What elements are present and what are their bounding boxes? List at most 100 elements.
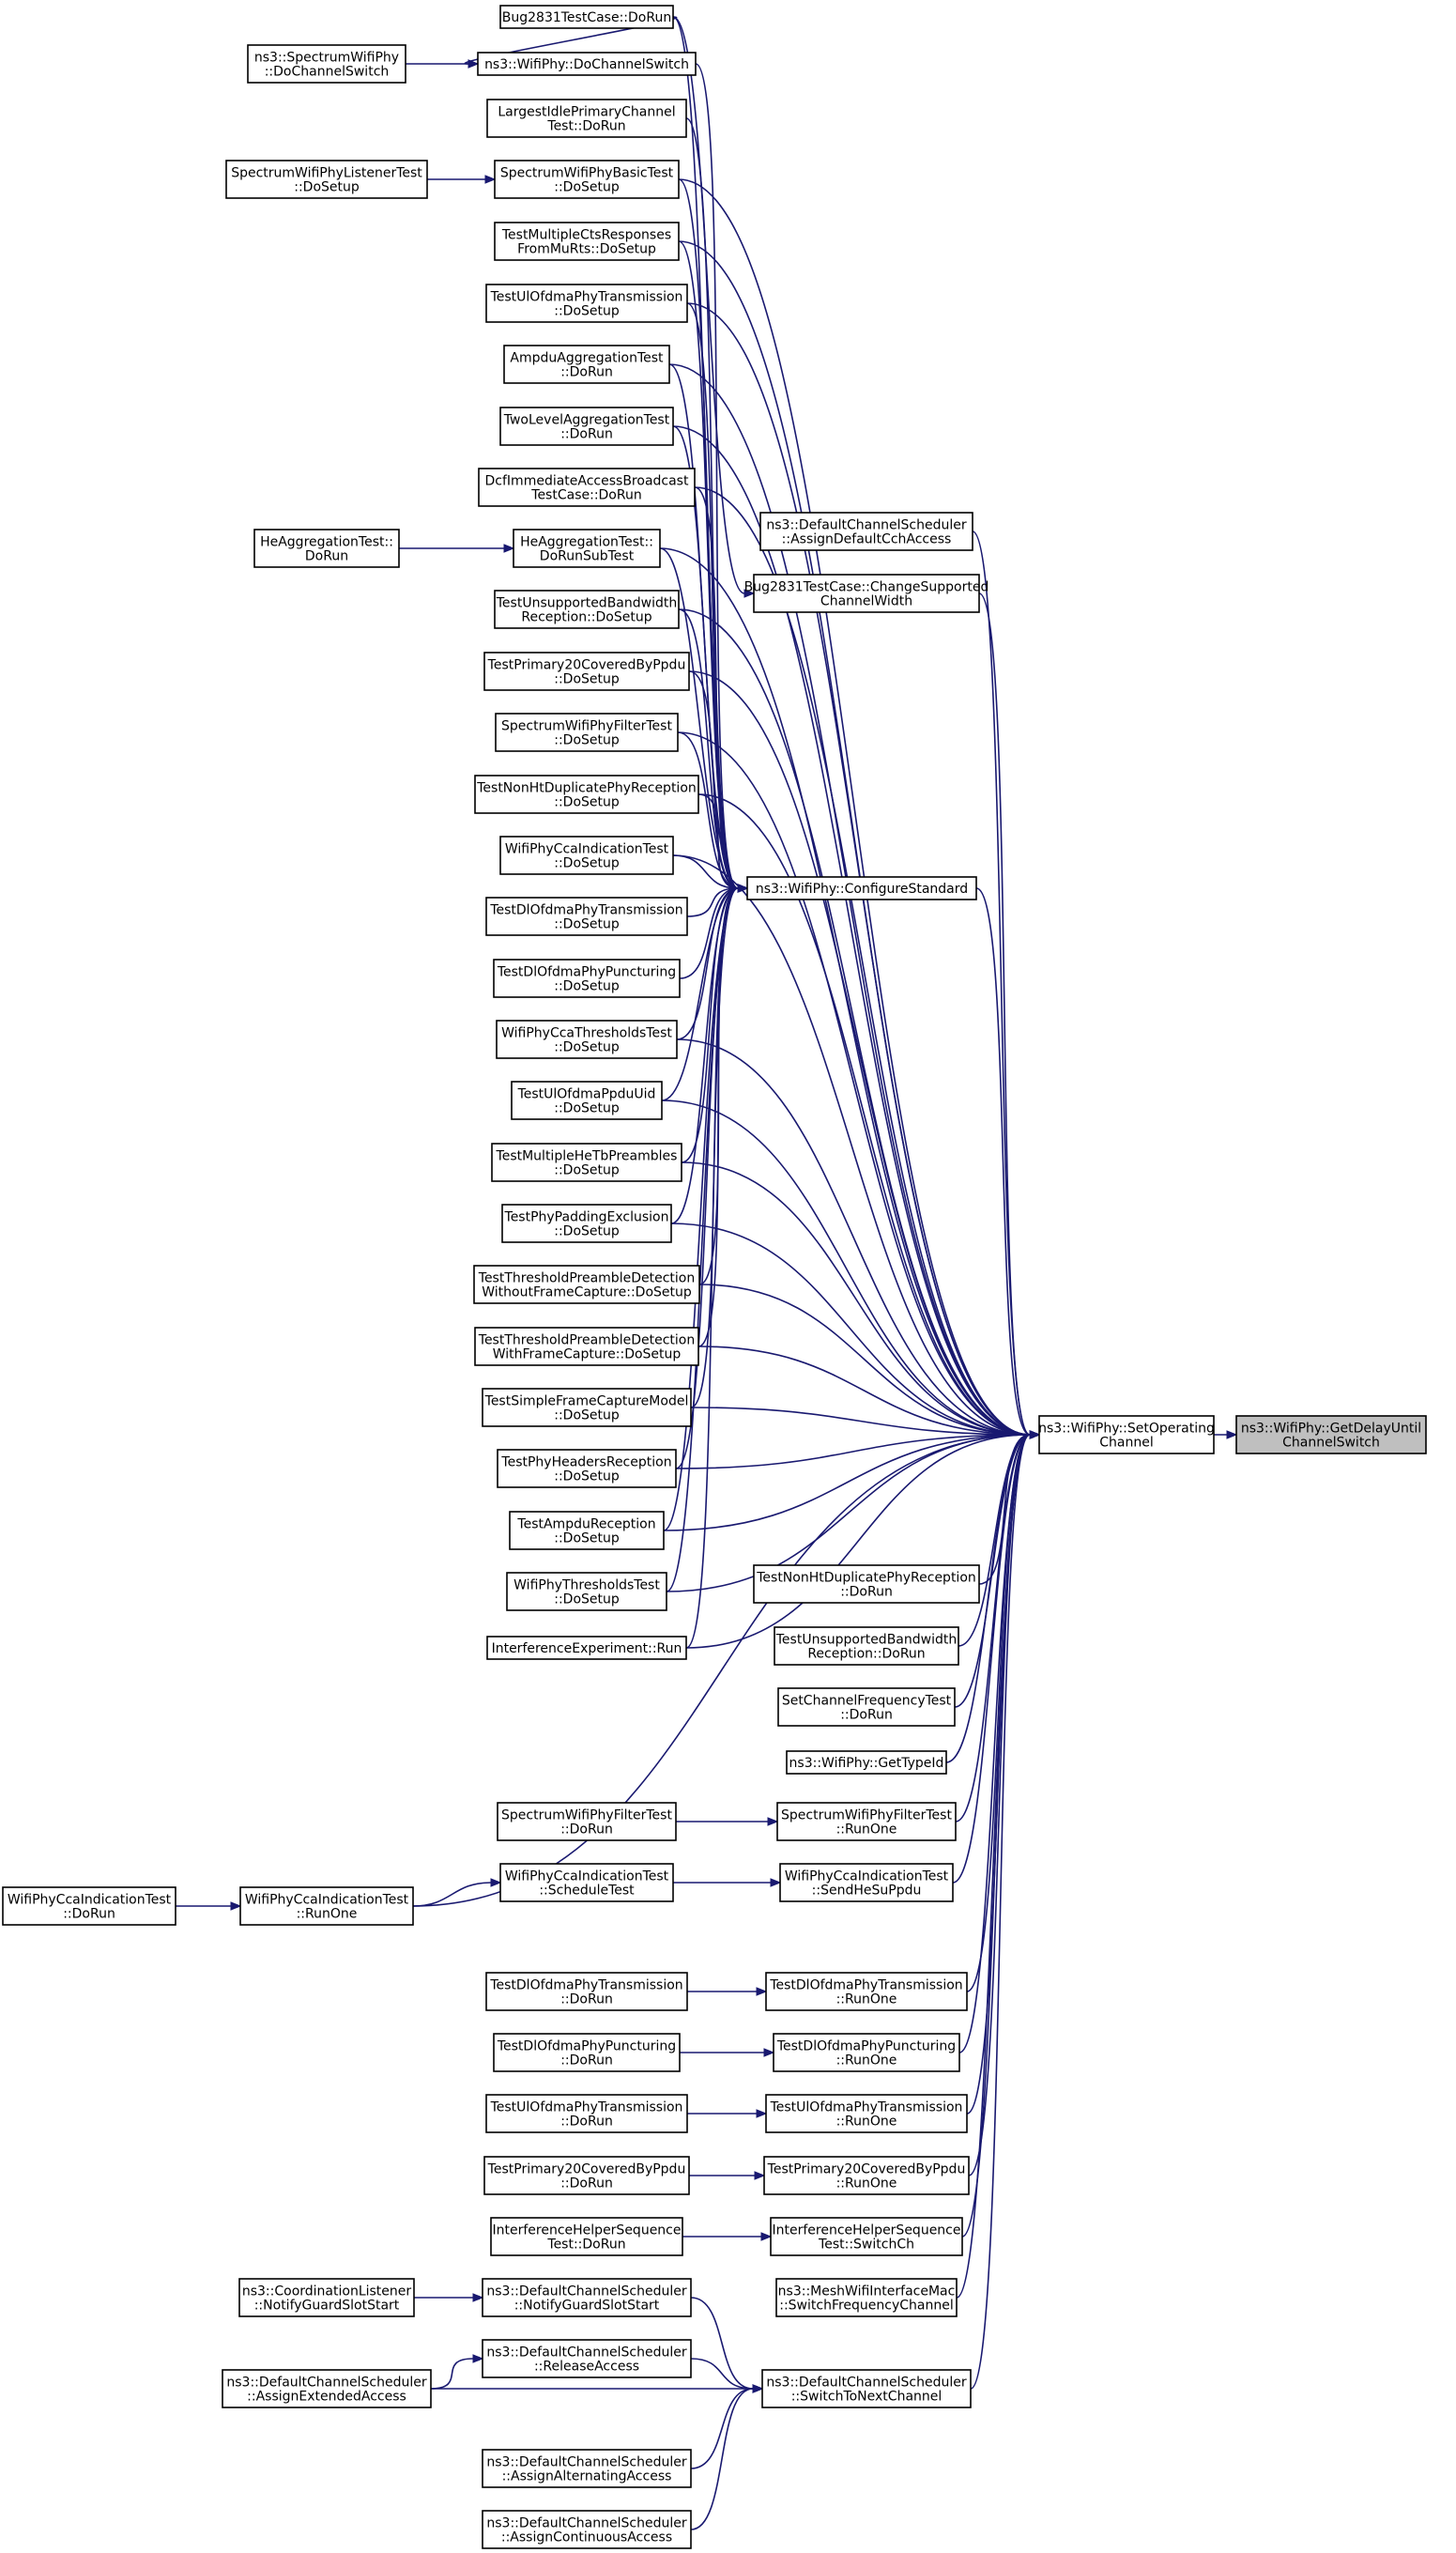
node-interf-exp[interactable]: InterferenceExperiment::Run xyxy=(486,1636,687,1660)
edge-arrowhead xyxy=(743,589,756,598)
node-cca-thr-setup[interactable]: WifiPhyCcaThresholdsTest::DoSetup xyxy=(496,1020,678,1059)
node-dlofdma-tx-setup[interactable]: TestDlOfdmaPhyTransmission::DoSetup xyxy=(485,897,688,936)
node-label-line: TestThresholdPreambleDetection xyxy=(478,1271,695,1286)
edge-twolevel-to-setop xyxy=(672,425,1031,1436)
node-swpfilter-setup[interactable]: SpectrumWifiPhyFilterTest::DoSetup xyxy=(495,713,679,752)
node-label-line: WifiPhyCcaIndicationTest xyxy=(785,1869,949,1884)
node-setchfreq[interactable]: SetChannelFrequencyTest::DoRun xyxy=(777,1687,956,1727)
node-ulofdma-tx-runone[interactable]: TestUlOfdmaPhyTransmission::RunOne xyxy=(765,2094,968,2133)
node-swpfilter-dorun[interactable]: SpectrumWifiPhyFilterTest::DoRun xyxy=(497,1802,677,1841)
node-swpbasic[interactable]: SpectrumWifiPhyBasicTest::DoSetup xyxy=(494,160,680,199)
node-cca-ind-sendhe[interactable]: WifiPhyCcaIndicationTest::SendHeSuPpdu xyxy=(779,1863,954,1902)
node-dcs-assigncch[interactable]: ns3::DefaultChannelScheduler::AssignDefa… xyxy=(759,512,973,551)
node-box xyxy=(482,2449,692,2488)
node-box xyxy=(506,1572,667,1611)
edge-ulofdma-tx-setup-to-cfgstd xyxy=(686,302,739,889)
node-dlofdma-tx-dorun[interactable]: TestDlOfdmaPhyTransmission::DoRun xyxy=(485,1972,688,2011)
node-cca-ind-setup[interactable]: WifiPhyCcaIndicationTest::DoSetup xyxy=(499,836,674,875)
edge-p20-runone-to-setop xyxy=(968,1434,1031,2176)
node-label-line: ::NotifyGuardSlotStart xyxy=(254,2299,400,2314)
node-wp-dochsw[interactable]: ns3::WifiPhy::DoChannelSwitch xyxy=(477,52,697,76)
node-wp-thr[interactable]: WifiPhyThresholdsTest::DoSetup xyxy=(506,1572,667,1611)
node-gettypeid[interactable]: ns3::WifiPhy::GetTypeId xyxy=(786,1750,947,1775)
node-box xyxy=(775,2278,958,2317)
node-swplistener[interactable]: SpectrumWifiPhyListenerTest::DoSetup xyxy=(225,160,428,199)
node-label-line: ::DoRun xyxy=(560,1992,613,2007)
edge-wp-thr-to-cfgstd xyxy=(666,887,739,1592)
node-nonht-dorun[interactable]: TestNonHtDuplicatePhyReception::DoRun xyxy=(753,1564,980,1604)
node-dcs-notify[interactable]: ns3::DefaultChannelScheduler::NotifyGuar… xyxy=(482,2278,692,2317)
node-cca-ind-runone[interactable]: WifiPhyCcaIndicationTest::RunOne xyxy=(239,1886,414,1926)
node-dcs-release[interactable]: ns3::DefaultChannelScheduler::ReleaseAcc… xyxy=(482,2339,692,2378)
node-label-line: SetChannelFrequencyTest xyxy=(782,1694,952,1709)
node-dcs-assignext[interactable]: ns3::DefaultChannelScheduler::AssignExte… xyxy=(222,2369,432,2408)
node-bug-change[interactable]: Bug2831TestCase::ChangeSupportedChannelW… xyxy=(744,574,989,613)
node-box xyxy=(486,1636,687,1660)
node-simple-fc[interactable]: TestSimpleFrameCaptureModel::DoSetup xyxy=(482,1388,692,1427)
node-label-line: ::AssignContinuousAccess xyxy=(501,2530,672,2545)
node-bug-dorun[interactable]: Bug2831TestCase::DoRun xyxy=(499,5,674,29)
node-ulofdma-tx-dorun[interactable]: TestUlOfdmaPhyTransmission::DoRun xyxy=(485,2094,688,2133)
node-dcs-switchnext[interactable]: ns3::DefaultChannelScheduler::SwitchToNe… xyxy=(761,2369,972,2408)
edge-ulppdu-uid-to-cfgstd xyxy=(661,887,739,1101)
edge-nonht-setup-to-setop xyxy=(697,793,1031,1436)
node-label-line: ns3::DefaultChannelScheduler xyxy=(486,2284,686,2299)
node-dcs-assignalt[interactable]: ns3::DefaultChannelScheduler::AssignAlte… xyxy=(482,2449,692,2488)
edge-dcs-switchnext-to-setop xyxy=(970,1434,1031,2390)
node-thr-pd-w[interactable]: TestThresholdPreambleDetectionWithFrameC… xyxy=(474,1327,699,1366)
node-heagg[interactable]: HeAggregationTest::DoRun xyxy=(253,529,400,568)
node-label-line: ::DoRun xyxy=(840,1708,893,1723)
node-label-line: ::DoSetup xyxy=(554,1163,620,1178)
node-p20-setup[interactable]: TestPrimary20CoveredByPpdu::DoSetup xyxy=(483,652,690,691)
node-p20-dorun[interactable]: TestPrimary20CoveredByPpdu::DoRun xyxy=(483,2156,690,2195)
edge-gettypeid-to-setop xyxy=(945,1434,1031,1763)
node-thr-pd-wo[interactable]: TestThresholdPreambleDetectionWithoutFra… xyxy=(473,1265,700,1304)
edge-cca-thr-setup-to-cfgstd xyxy=(676,887,739,1040)
node-cca-ind-dorun[interactable]: WifiPhyCcaIndicationTest::DoRun xyxy=(2,1886,176,1926)
node-dcf-imm[interactable]: DcfImmediateAccessBroadcastTestCase::DoR… xyxy=(478,468,696,507)
node-ampdu-rx[interactable]: TestAmpduReception::DoSetup xyxy=(509,1511,665,1550)
edge-ampdu-rx-to-cfgstd xyxy=(663,887,739,1531)
node-coord-notify[interactable]: ns3::CoordinationListener::NotifyGuardSl… xyxy=(238,2278,415,2317)
node-box xyxy=(753,1564,980,1604)
node-phy-padding[interactable]: TestPhyPaddingExclusion::DoSetup xyxy=(501,1204,672,1243)
node-dlofdma-tx-runone[interactable]: TestDlOfdmaPhyTransmission::RunOne xyxy=(765,1972,968,2011)
node-label-line: TestUnsupportedBandwidth xyxy=(775,1633,957,1648)
node-swp-dochsw[interactable]: ns3::SpectrumWifiPhy::DoChannelSwitch xyxy=(247,44,406,84)
node-heagg-sub[interactable]: HeAggregationTest::DoRunSubTest xyxy=(513,529,661,568)
node-cfgstd[interactable]: ns3::WifiPhy::ConfigureStandard xyxy=(746,876,977,900)
node-mesh-switch[interactable]: ns3::MeshWifiInterfaceMac::SwitchFrequen… xyxy=(775,2278,958,2317)
node-nonht-setup[interactable]: TestNonHtDuplicatePhyReception::DoSetup xyxy=(474,775,699,814)
node-swpfilter-runone[interactable]: SpectrumWifiPhyFilterTest::RunOne xyxy=(776,1802,957,1841)
node-p20-runone[interactable]: TestPrimary20CoveredByPpdu::RunOne xyxy=(763,2156,970,2195)
node-mcts[interactable]: TestMultipleCtsResponsesFromMuRts::DoSet… xyxy=(494,222,680,261)
node-dlofdma-punct-setup[interactable]: TestDlOfdmaPhyPuncturing::DoSetup xyxy=(493,959,681,998)
node-unsup-bw-setup[interactable]: TestUnsupportedBandwidthReception::DoSet… xyxy=(494,590,680,629)
node-phy-hdr[interactable]: TestPhyHeadersReception::DoSetup xyxy=(497,1449,677,1488)
node-ulofdma-tx-setup[interactable]: TestUlOfdmaPhyTransmission::DoSetup xyxy=(485,284,688,323)
node-label-line: TestDlOfdmaPhyPuncturing xyxy=(497,965,676,980)
node-dlofdma-punct-dorun[interactable]: TestDlOfdmaPhyPuncturing::DoRun xyxy=(493,2033,681,2072)
node-label-line: SpectrumWifiPhyFilterTest xyxy=(781,1808,952,1823)
node-dcs-assigncont[interactable]: ns3::DefaultChannelScheduler::AssignCont… xyxy=(482,2510,692,2549)
edge-lipc-to-cfgstd xyxy=(685,117,739,889)
node-box xyxy=(1038,1415,1215,1454)
node-box xyxy=(225,160,428,199)
node-box xyxy=(774,1626,959,1666)
edge-cfgstd-to-setop xyxy=(975,887,1031,1436)
node-dlofdma-punct-runone[interactable]: TestDlOfdmaPhyPuncturing::RunOne xyxy=(773,2033,960,2072)
edge-phy-hdr-to-cfgstd xyxy=(675,887,739,1469)
node-label-line: TwoLevelAggregationTest xyxy=(503,413,670,428)
node-ulppdu-uid[interactable]: TestUlOfdmaPpduUid::DoSetup xyxy=(511,1081,663,1120)
node-cca-ind-sched[interactable]: WifiPhyCcaIndicationTest::ScheduleTest xyxy=(499,1863,674,1902)
node-multi-hetb[interactable]: TestMultipleHeTbPreambles::DoSetup xyxy=(491,1143,682,1182)
node-ampdu-agg[interactable]: AmpduAggregationTest::DoRun xyxy=(503,345,670,384)
edge-arrowhead xyxy=(763,2048,775,2057)
node-twolevel[interactable]: TwoLevelAggregationTest::DoRun xyxy=(499,407,674,446)
